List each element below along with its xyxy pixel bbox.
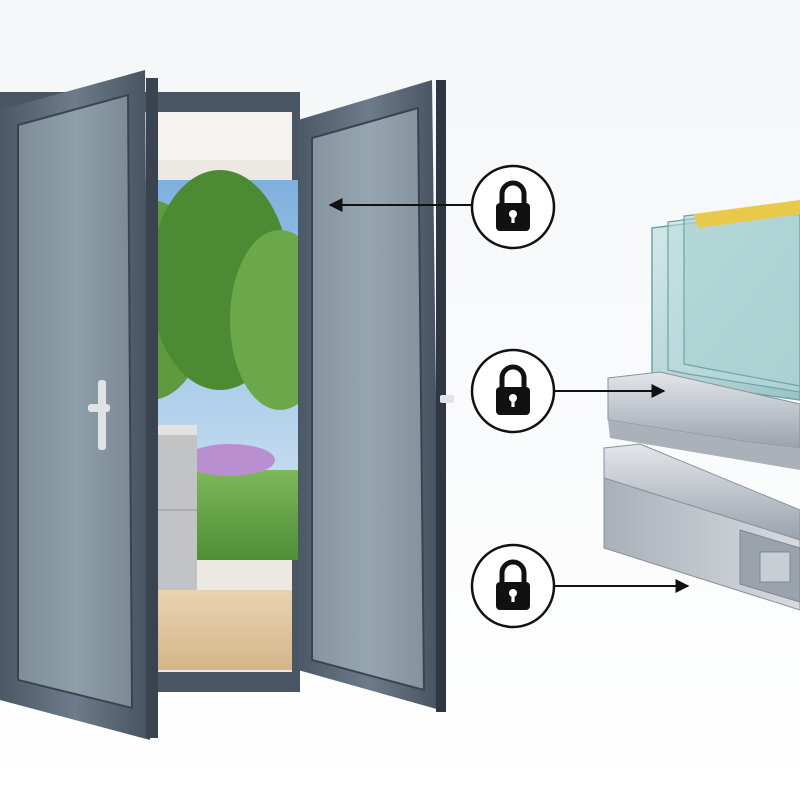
- profile-thermal-chamber: [759, 551, 791, 583]
- right-door-sash: [298, 80, 454, 712]
- left-door-handle[interactable]: [98, 380, 106, 450]
- padlock-icon: [496, 180, 530, 231]
- callout-glazing: [328, 164, 556, 250]
- callout-profile-top: [470, 348, 666, 434]
- profile-glass-pane-inner: [683, 201, 800, 387]
- profile-frame-top-face: [603, 443, 800, 541]
- padlock-icon: [496, 364, 530, 415]
- french-door: [0, 70, 454, 740]
- callout-profile-bottom: [470, 543, 690, 629]
- profile-sash-lower-face: [608, 420, 800, 470]
- padlock-icon: [496, 559, 530, 610]
- right-door-handle[interactable]: [440, 395, 454, 403]
- window-profile-section: [603, 200, 800, 611]
- left-door-sash: [0, 70, 150, 740]
- center-mullion: [146, 78, 158, 738]
- profile-spacer: [694, 200, 800, 228]
- door-glass-pane: [311, 106, 426, 692]
- left-door-glass: [17, 93, 134, 710]
